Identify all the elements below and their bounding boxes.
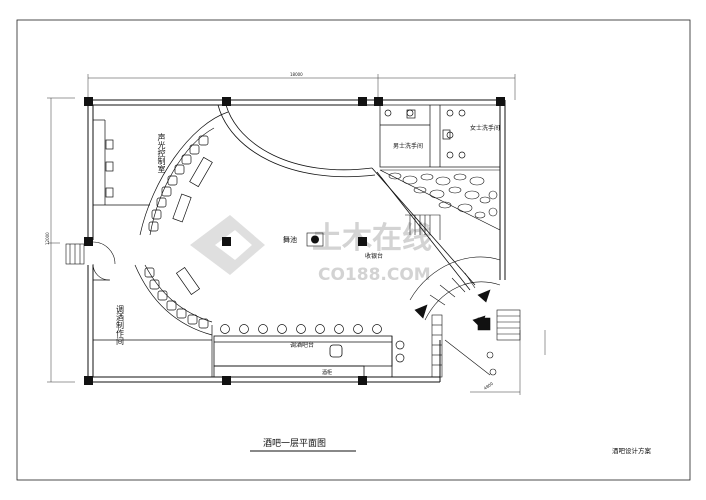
label-bar-back: 酒柜 bbox=[322, 369, 332, 376]
entrance-steps bbox=[65, 241, 116, 281]
label-prep-room: 调酒制作间 bbox=[116, 305, 125, 346]
drawing-title: 酒吧一层平面图 bbox=[263, 438, 326, 449]
dimension-bottom-right: 4800 bbox=[483, 381, 495, 391]
dimension-lines bbox=[47, 74, 546, 395]
restroom-block bbox=[379, 104, 501, 168]
dimension-left: 12000 bbox=[45, 232, 50, 245]
service-strip bbox=[431, 314, 443, 378]
label-womens-wc: 女士洗手间 bbox=[470, 124, 500, 132]
project-label: 酒吧设计方案 bbox=[612, 446, 652, 455]
drawing-frame bbox=[16, 19, 691, 481]
label-av-control-text: 声光控制室 bbox=[126, 132, 166, 173]
dance-floor-marker bbox=[306, 232, 324, 247]
structural-columns bbox=[84, 97, 505, 385]
right-entrance bbox=[444, 309, 521, 376]
bar-counter bbox=[213, 335, 393, 378]
prep-room bbox=[93, 279, 213, 377]
stone-garden bbox=[379, 169, 501, 231]
watermark-cn: 土木在线 bbox=[312, 221, 432, 256]
central-arc-walls bbox=[217, 104, 476, 291]
dimension-top: 18000 bbox=[290, 72, 303, 77]
label-av-control: 声光控制室 bbox=[126, 132, 166, 173]
watermark-en: CO188.COM bbox=[318, 265, 431, 285]
label-dance-floor: 舞池 bbox=[283, 235, 297, 244]
label-mens-wc: 男士洗手间 bbox=[393, 142, 423, 150]
bar-stools bbox=[220, 324, 405, 363]
watermark: 土木在线 CO188.COM bbox=[190, 215, 432, 285]
av-control-room bbox=[93, 119, 150, 206]
label-cashier: 收银台 bbox=[365, 252, 383, 260]
curved-booth-upper bbox=[139, 111, 229, 236]
curved-booth-lower bbox=[134, 264, 213, 336]
label-bar-counter: 调酒吧台 bbox=[290, 341, 314, 349]
